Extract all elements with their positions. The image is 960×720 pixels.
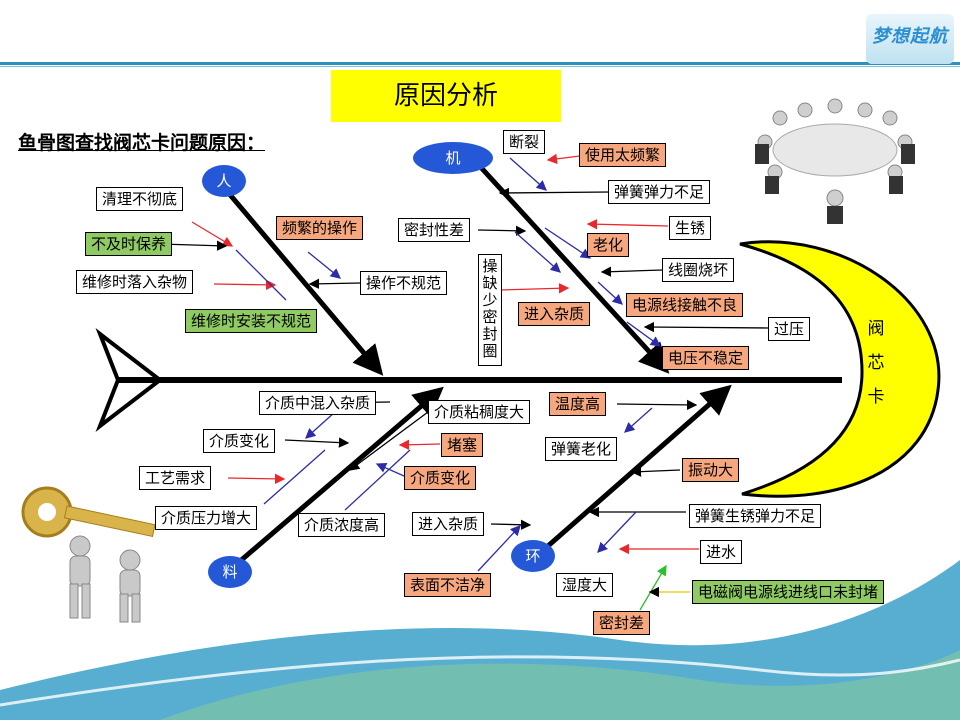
cause-duanlie: 断裂 bbox=[503, 130, 546, 154]
cause-xianquan: 线圈烧坏 bbox=[662, 258, 735, 282]
cause-anzhuang: 维修时安装不规范 bbox=[185, 309, 318, 333]
cause-biaomian: 表面不洁净 bbox=[404, 573, 492, 597]
cause-shengxiu-buzu: 弹簧生锈弹力不足 bbox=[689, 504, 822, 528]
cause-nianchou: 介质粘稠度大 bbox=[428, 400, 531, 424]
category-huan: 环 bbox=[511, 540, 555, 572]
cause-jinru-ji: 进入杂质 bbox=[518, 302, 591, 326]
cause-qingli: 清理不彻底 bbox=[96, 187, 184, 211]
cause-laohua: 老化 bbox=[587, 233, 630, 257]
cause-mifengcha: 密封差 bbox=[593, 611, 651, 635]
cause-tanhuang: 弹簧弹力不足 bbox=[608, 180, 711, 204]
cause-hunru: 介质中混入杂质 bbox=[259, 391, 377, 415]
diagram-subtitle: 鱼骨图查找阀芯卡问题原因： bbox=[18, 132, 266, 154]
meeting-illustration bbox=[735, 80, 935, 230]
cause-mifeng: 密封性差 bbox=[398, 218, 471, 242]
head-label-2: 芯 bbox=[867, 353, 885, 373]
cause-shidu: 湿度大 bbox=[556, 573, 614, 597]
cause-wendu: 温度高 bbox=[549, 392, 607, 416]
cause-shengxiu: 生锈 bbox=[669, 216, 712, 240]
logo-text: 梦想起航 bbox=[872, 26, 948, 47]
cause-yali: 介质压力增大 bbox=[155, 506, 258, 530]
cause-diancifa: 电磁阀电源线进线口未封堵 bbox=[692, 580, 885, 604]
cause-guoya: 过压 bbox=[768, 317, 811, 341]
cause-tanhuang-laohua: 弹簧老化 bbox=[545, 437, 618, 461]
cause-nongdu: 介质浓度高 bbox=[298, 513, 386, 537]
cause-bujishi: 不及时保养 bbox=[85, 232, 173, 256]
cause-bianhua2: 介质变化 bbox=[404, 466, 477, 490]
cause-dusai: 堵塞 bbox=[441, 433, 484, 457]
cause-pinfan: 频繁的操作 bbox=[276, 216, 364, 240]
cause-bianhua1: 介质变化 bbox=[203, 429, 276, 453]
cause-weixiu-zawu: 维修时落入杂物 bbox=[76, 270, 194, 294]
cause-jinru-huan: 进入杂质 bbox=[412, 512, 485, 536]
cause-gongyi: 工艺需求 bbox=[139, 466, 212, 490]
cause-zhendong: 振动大 bbox=[682, 458, 740, 482]
bone-ren bbox=[224, 188, 384, 376]
cause-caozuo: 操作不规范 bbox=[360, 271, 448, 295]
head-label-1: 阀 bbox=[867, 319, 885, 339]
category-liao: 料 bbox=[208, 556, 252, 588]
head-label-3: 卡 bbox=[867, 387, 885, 407]
cause-jinshui: 进水 bbox=[700, 540, 743, 564]
category-ren: 人 bbox=[202, 165, 246, 197]
bone-liao bbox=[230, 386, 444, 570]
fish-head bbox=[739, 240, 941, 498]
page-title: 原因分析 bbox=[331, 70, 561, 122]
cause-dianya: 电压不稳定 bbox=[662, 346, 750, 370]
cause-dianyuanxian: 电源线接触不良 bbox=[626, 293, 744, 317]
logo-badge: 梦想起航 bbox=[866, 14, 954, 64]
category-ji: 机 bbox=[413, 142, 493, 174]
cause-shiyong: 使用太频繁 bbox=[579, 143, 667, 167]
key-illustration bbox=[12, 482, 172, 632]
cause-caoque: 操缺少密封圈 bbox=[478, 254, 502, 366]
